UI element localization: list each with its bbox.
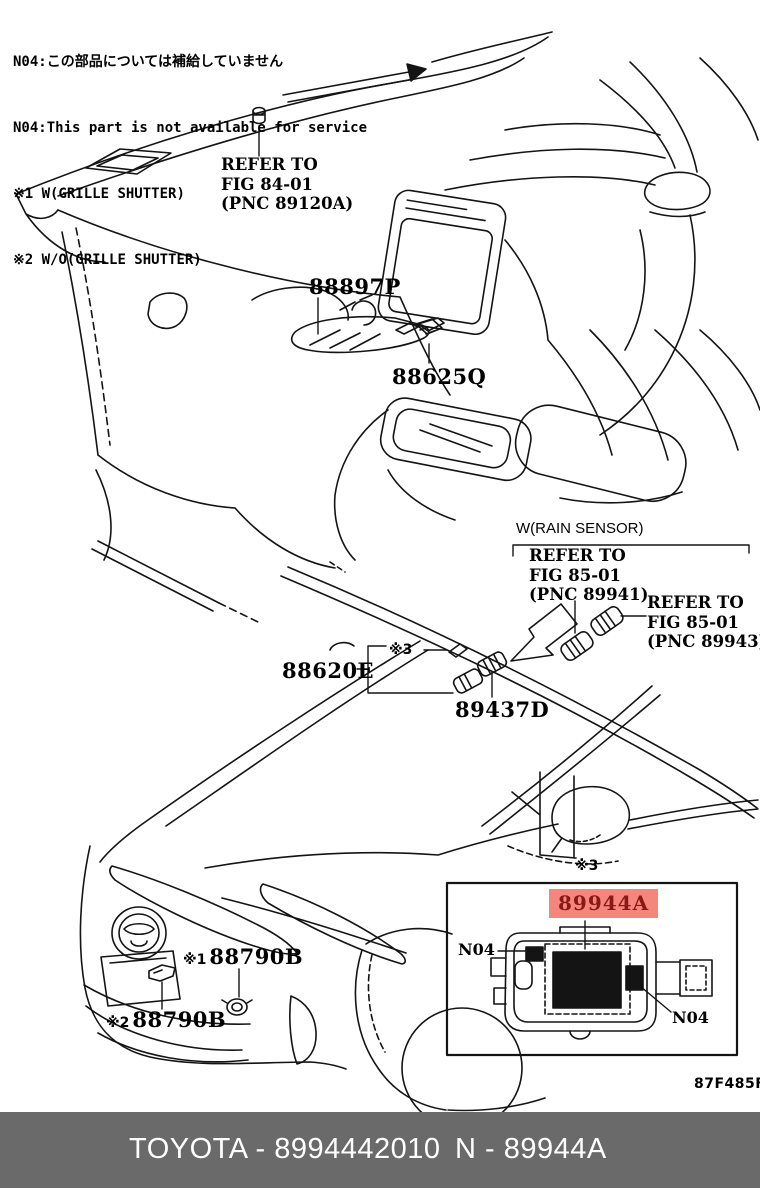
- footer-pnc: N - 89944A: [455, 1132, 607, 1165]
- note-grille-1: ※1 W(GRILLE SHUTTER): [13, 186, 185, 202]
- 88620E-callout: [356, 645, 493, 698]
- refer-fig-85-01-89943-callout: REFER TO FIG 85-01 (PNC 89943): [647, 593, 760, 651]
- note-grille-2: ※2 W/O(GRILLE SHUTTER): [13, 252, 202, 268]
- dashboard-line-art: [15, 31, 760, 573]
- rain-sensor-group-label: W(RAIN SENSOR): [516, 520, 644, 537]
- inset-box: [445, 881, 739, 1057]
- bracket-part-icon: [448, 643, 468, 658]
- grommet-icon: [221, 968, 253, 1016]
- marker-x2: ※2: [106, 1015, 130, 1031]
- rain-sensor-callout: [512, 544, 750, 634]
- refer-fig-84-01-callout: REFER TO FIG 84-01 (PNC 89120A): [221, 155, 354, 213]
- part-label-89944A-highlighted: 89944A: [549, 889, 659, 918]
- screw-icon: [252, 106, 266, 157]
- n04-label-right: N04: [672, 1008, 709, 1027]
- part-label-89437D: 89437D: [455, 697, 550, 722]
- footer-bar: TOYOTA - 8994442010 N - 89944A: [0, 1112, 760, 1188]
- connector-part-88625Q: [395, 318, 443, 364]
- windshield-line-art: [91, 540, 758, 863]
- part-label-88790B-1: ※1 88790B: [183, 944, 304, 969]
- part-label-88790B-2: ※2 88790B: [106, 1007, 227, 1032]
- car-front-line-art: [79, 823, 559, 1129]
- direction-arrow-icon: [510, 603, 578, 662]
- toyota-emblem: [111, 906, 167, 960]
- note-en: N04:This part is not available for servi…: [13, 120, 368, 136]
- marker-x3-inset: ※3: [575, 858, 599, 874]
- marker-x3-windshield: ※3: [389, 642, 413, 658]
- n04-label-left: N04: [458, 940, 495, 959]
- part-label-88620E: 88620E: [282, 658, 375, 683]
- windshield-sensor-icon: [452, 668, 484, 694]
- sensor-housing-drawing: [490, 920, 713, 1040]
- marker-x1: ※1: [183, 952, 207, 968]
- part-label-88625Q: 88625Q: [392, 364, 487, 389]
- clip-icon: [148, 964, 176, 1010]
- rain-sensor-icon: [560, 631, 594, 661]
- side-mirror: [507, 771, 759, 865]
- rain-sensor-icon: [590, 606, 624, 636]
- refer-fig-85-01-89941-callout: REFER TO FIG 85-01 (PNC 89941): [529, 546, 649, 604]
- note-jp: N04:この部品については補給していません: [13, 54, 284, 70]
- figure-code: 87F485F: [694, 1076, 760, 1092]
- footer-part-number: TOYOTA - 8994442010: [129, 1132, 441, 1165]
- part-label-88897P: 88897P: [309, 274, 401, 299]
- windshield-sensor-icon: [476, 651, 508, 677]
- service-notes: N04:この部品については補給していません N04:This part is n…: [13, 7, 367, 293]
